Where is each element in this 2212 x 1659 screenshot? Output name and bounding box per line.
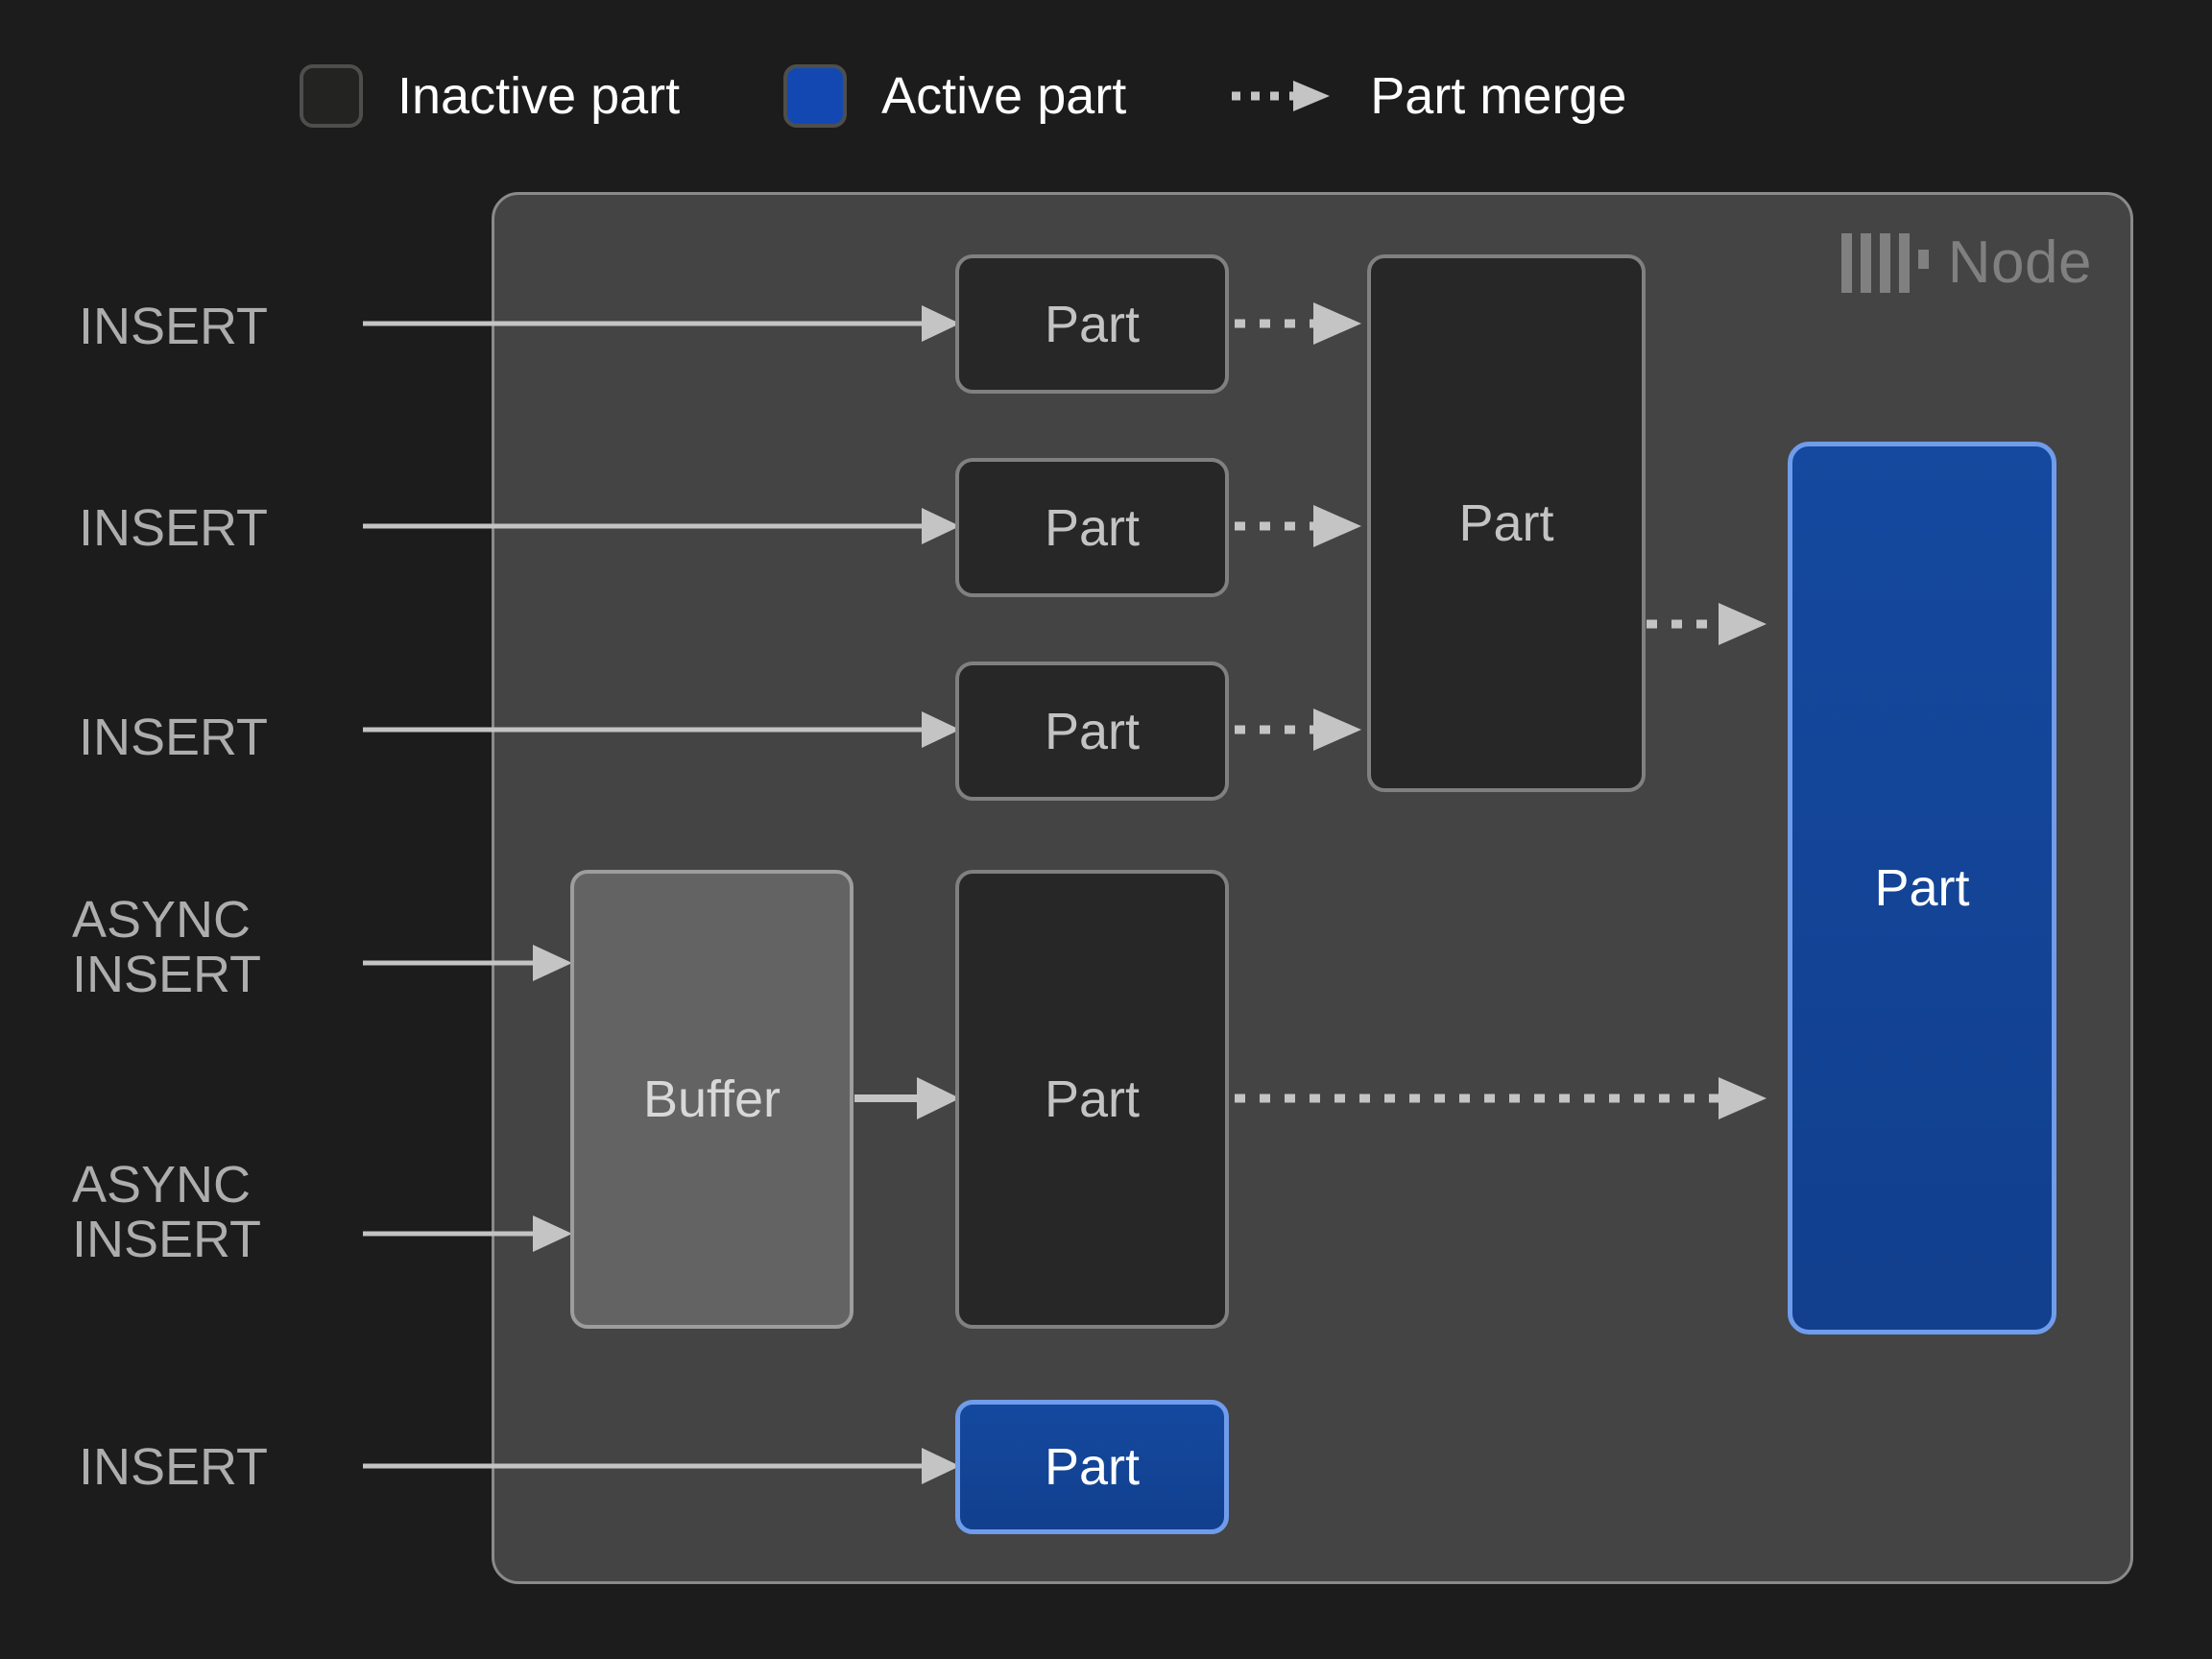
part-box-l3[interactable]: Part	[955, 661, 1229, 801]
legend-item-part-merge: Part merge	[1230, 58, 1626, 134]
part-box-label: Part	[1044, 498, 1141, 557]
part-box-direct[interactable]: Part	[955, 1400, 1229, 1534]
logo-bar	[1840, 233, 1852, 293]
logo-bar	[1860, 233, 1871, 293]
part-box-l1[interactable]: Part	[955, 254, 1229, 394]
source-label-insert-1: INSERT	[79, 298, 269, 355]
part-box-label: Part	[1044, 1070, 1141, 1128]
logo-bar-small	[1917, 250, 1929, 269]
legend-item-inactive-part: Inactive part	[300, 58, 680, 134]
logo-bar	[1879, 233, 1890, 293]
source-label-insert-3: INSERT	[79, 709, 269, 766]
source-label-insert-4: INSERT	[79, 1438, 269, 1496]
node-header: Node	[1840, 226, 2092, 301]
source-label-async-insert-1: ASYNC INSERT	[72, 891, 262, 1004]
part-box-async[interactable]: Part	[955, 870, 1229, 1329]
source-label-async-insert-2: ASYNC INSERT	[72, 1156, 262, 1269]
clickhouse-logo-icon	[1840, 233, 1929, 293]
part-box-label: Part	[1044, 1438, 1141, 1496]
logo-bar	[1898, 233, 1910, 293]
legend-label-active-part: Active part	[881, 67, 1127, 125]
part-box-label: Part	[1458, 494, 1554, 552]
buffer-box-label: Buffer	[642, 1070, 781, 1128]
active-part-swatch	[783, 64, 848, 128]
legend-label-part-merge: Part merge	[1370, 67, 1627, 125]
legend-item-active-part: Active part	[783, 58, 1126, 134]
part-box-l2[interactable]: Part	[955, 458, 1229, 597]
part-box-label: Part	[1874, 859, 1970, 917]
legend: Inactive part Active part Part merge	[0, 58, 2212, 134]
legend-label-inactive-part: Inactive part	[397, 67, 681, 125]
part-box-final[interactable]: Part	[1788, 442, 2056, 1334]
part-box-label: Part	[1044, 295, 1141, 353]
node-title: Node	[1947, 229, 2092, 296]
dashed-arrow-icon	[1232, 81, 1331, 111]
source-label-insert-2: INSERT	[79, 499, 269, 557]
inactive-part-swatch	[300, 64, 363, 128]
part-box-label: Part	[1044, 702, 1141, 760]
part-box-merged[interactable]: Part	[1367, 254, 1646, 792]
buffer-box[interactable]: Buffer	[570, 870, 854, 1329]
